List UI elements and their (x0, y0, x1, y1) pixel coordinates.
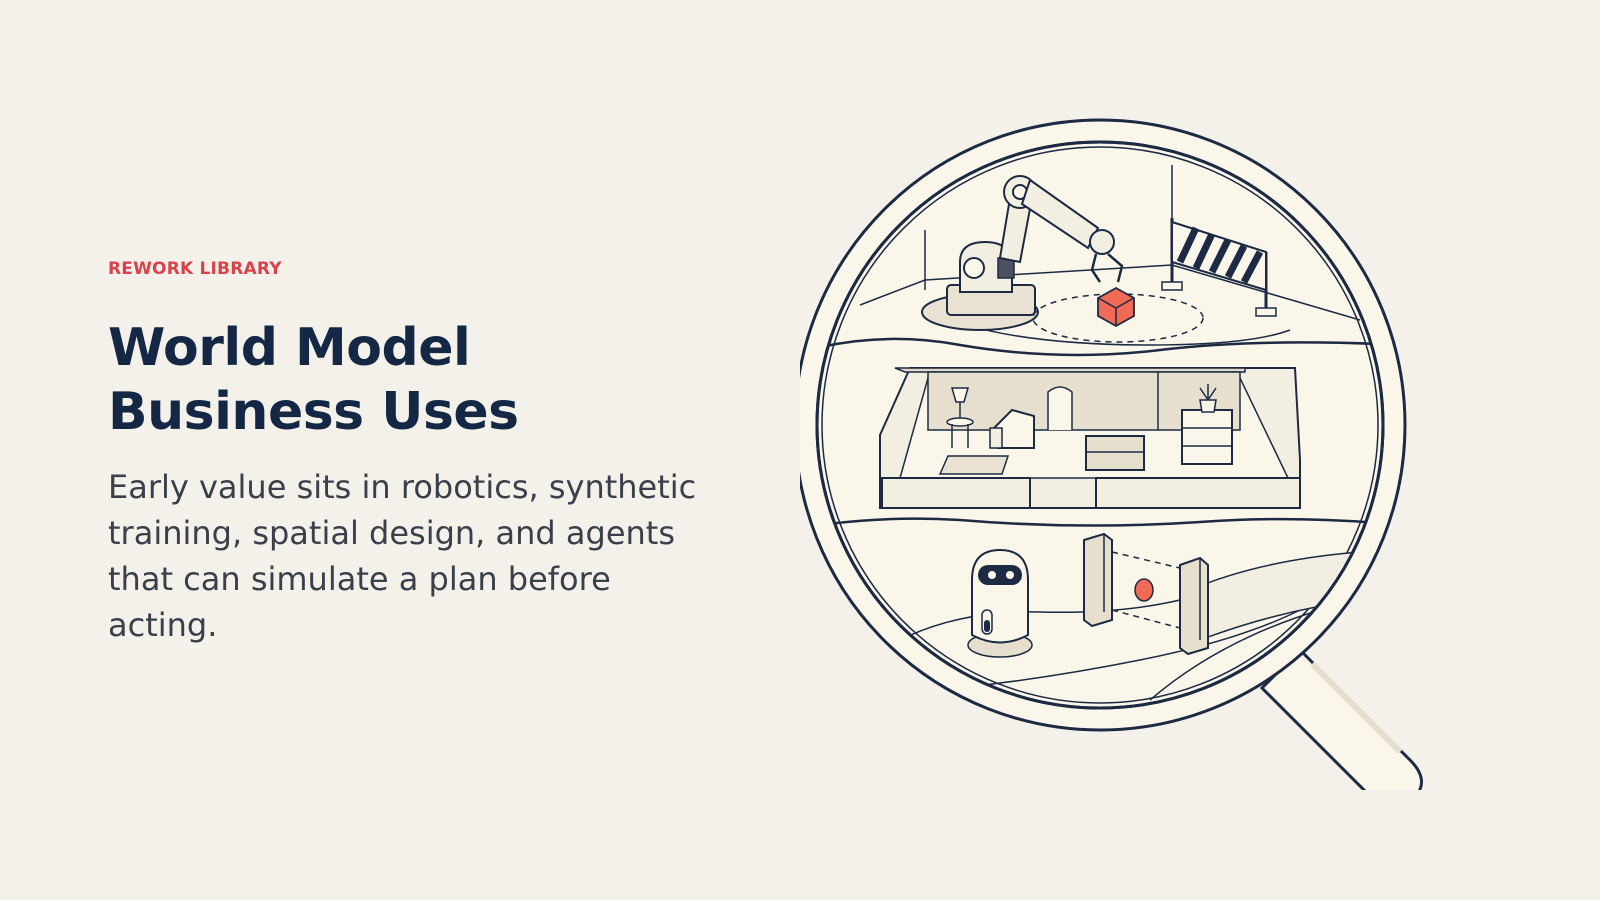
handle (1259, 647, 1423, 790)
slide-title: World Model Business Uses (108, 318, 519, 442)
robot-arm-icon (859, 165, 1361, 346)
slide-subtitle: Early value sits in robotics, synthetic … (108, 468, 697, 644)
floor-plan-icon (879, 367, 1301, 509)
magnifying-glass-icon (800, 118, 1423, 790)
service-robot-icon (899, 532, 1361, 701)
eyebrow-label: REWORK LIBRARY (108, 259, 282, 279)
gate-icon (1083, 532, 1209, 656)
barrier-icon (1161, 218, 1277, 317)
text-block: REWORK LIBRARY World Model Business Uses… (108, 258, 728, 648)
